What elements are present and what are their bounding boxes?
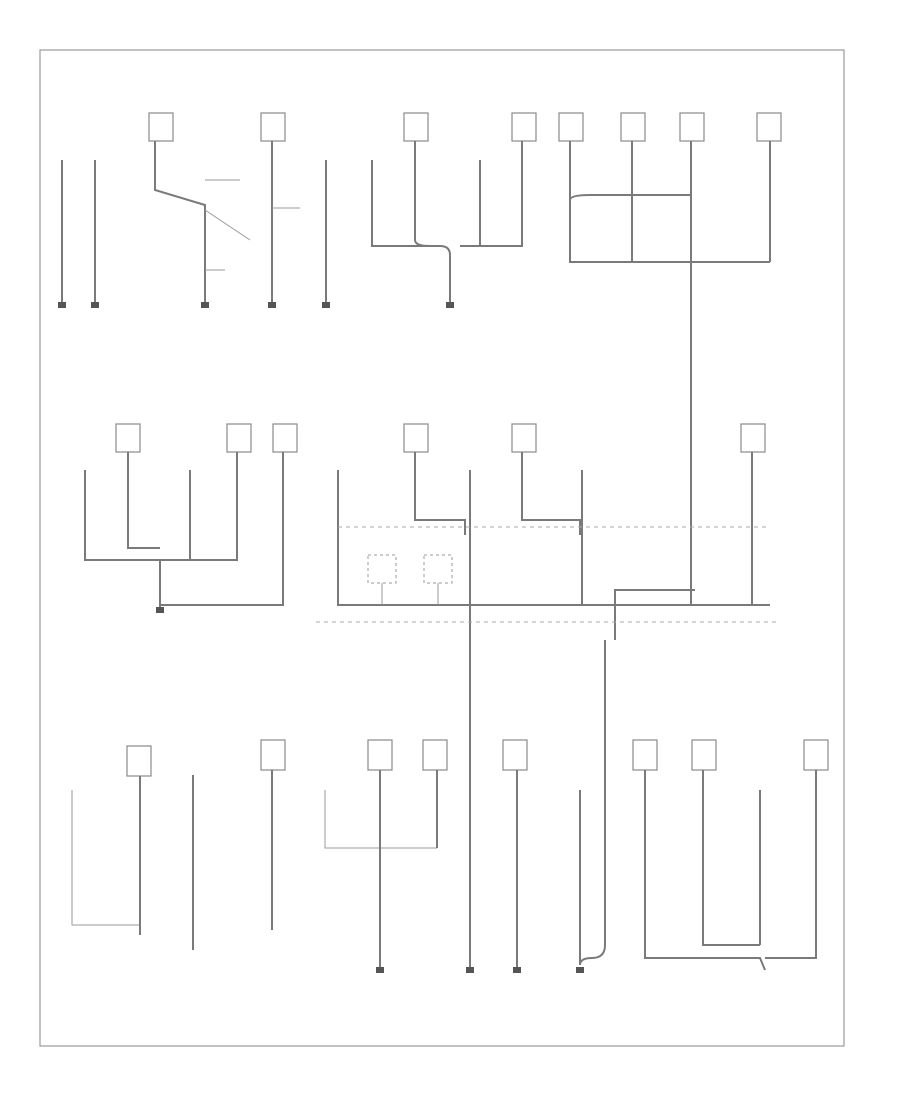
ground-symbol [322, 302, 330, 308]
component-box [115, 423, 141, 453]
component-box [403, 112, 429, 142]
middle-row-circuits [84, 423, 780, 640]
component-box [691, 739, 717, 771]
component-box [632, 739, 658, 771]
bottom-row-circuits [71, 640, 829, 973]
component-box [679, 112, 705, 142]
ground-symbol [376, 967, 384, 973]
component-box [422, 739, 448, 771]
diagram-frame [39, 49, 845, 1047]
ground-symbol [201, 302, 209, 308]
ground-symbol [466, 967, 474, 973]
component-box [511, 112, 537, 142]
component-box [260, 112, 286, 142]
ground-symbol [446, 302, 454, 308]
ground-symbol [58, 302, 66, 308]
component-box [367, 739, 393, 771]
ground-symbol [513, 967, 521, 973]
component-box [272, 423, 298, 453]
component-box [803, 739, 829, 771]
component-box [740, 423, 766, 453]
component-box [126, 745, 152, 777]
component-box [502, 739, 528, 771]
ground-symbol [91, 302, 99, 308]
component-box [620, 112, 646, 142]
ground-symbol [156, 607, 164, 613]
splice-pack-box [423, 554, 453, 584]
component-box [558, 112, 584, 142]
component-box [226, 423, 252, 453]
component-box [403, 423, 429, 453]
top-row-circuits [58, 112, 782, 535]
ground-symbol [576, 967, 584, 973]
component-box [148, 112, 174, 142]
ground-symbol [268, 302, 276, 308]
component-box [511, 423, 537, 453]
component-box [756, 112, 782, 142]
component-box [260, 739, 286, 771]
splice-pack-box [367, 554, 397, 584]
